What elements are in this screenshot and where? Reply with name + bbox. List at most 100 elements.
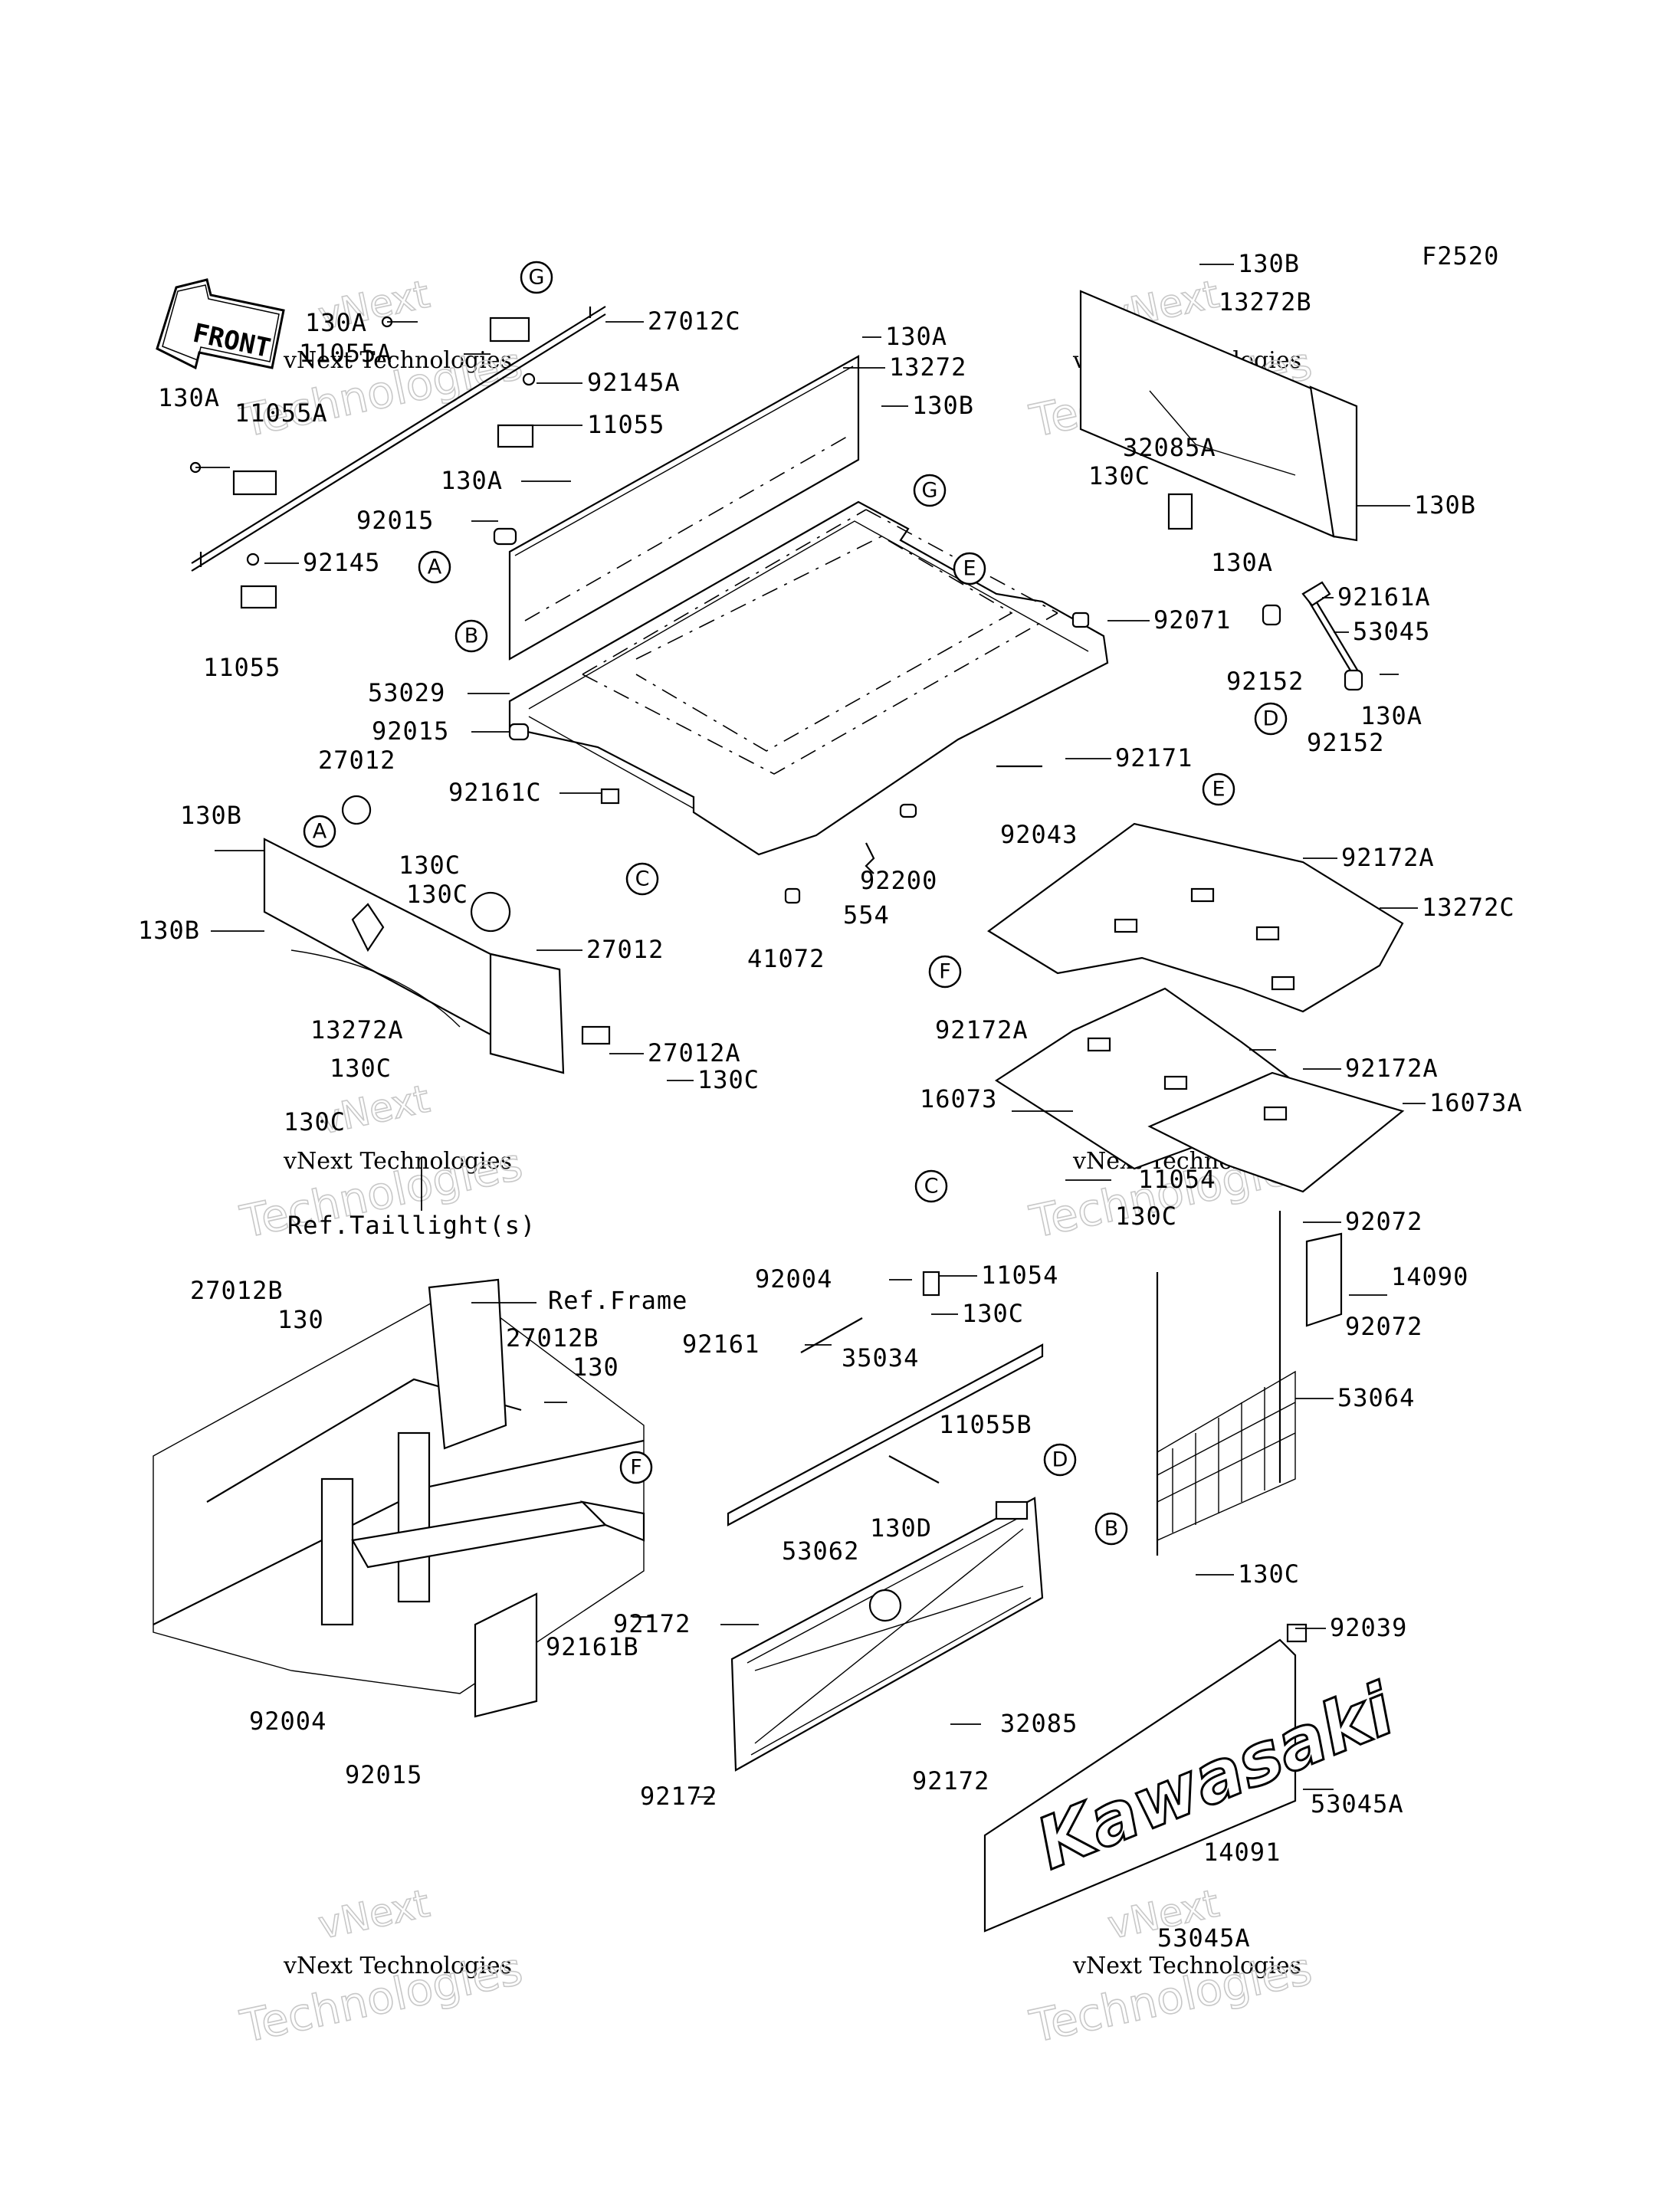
right-panel-13272B xyxy=(1079,290,1358,542)
part-label: 130C xyxy=(406,880,468,909)
watermark-text: vNext Technologies xyxy=(283,1148,512,1175)
callout-D-1: D xyxy=(1254,702,1288,736)
callout-label: F xyxy=(630,1456,642,1480)
callout-A-2: A xyxy=(303,815,336,848)
part-label: 92172 xyxy=(640,1782,717,1811)
part-label: 53045 xyxy=(1353,617,1430,646)
part-label: 130B xyxy=(912,391,974,420)
front-arrow-icon: FRONT xyxy=(156,278,285,370)
net-53064 xyxy=(1156,1211,1296,1556)
callout-label: F xyxy=(939,960,951,984)
part-label: 130A xyxy=(305,308,367,337)
part-label: 16073A xyxy=(1429,1088,1523,1117)
callout-label: E xyxy=(963,557,976,581)
part-label: 92039 xyxy=(1330,1613,1407,1642)
callout-label: B xyxy=(464,625,479,648)
callout-D-2: D xyxy=(1043,1443,1077,1477)
callout-G-2: G xyxy=(913,474,947,507)
part-label: 92172 xyxy=(912,1766,989,1795)
part-label: 92072 xyxy=(1345,1207,1422,1236)
part-label: 16073 xyxy=(920,1084,997,1113)
cover-14090 xyxy=(1305,1232,1343,1327)
part-label: 130B xyxy=(138,916,200,945)
part-label: 130A xyxy=(885,322,947,351)
gate-frame-53062 xyxy=(730,1497,1044,1772)
part-label: 35034 xyxy=(842,1343,919,1372)
leader-lines xyxy=(195,264,1426,1798)
part-label: 53029 xyxy=(368,678,445,707)
watermark-text: vNext Technologies xyxy=(283,347,512,374)
part-label: 11055 xyxy=(203,653,281,682)
part-label: 92145A xyxy=(587,368,681,397)
part-label: 92171 xyxy=(1115,743,1193,772)
part-label: 130 xyxy=(277,1305,324,1334)
callout-C-2: C xyxy=(914,1169,948,1203)
part-label: 130B xyxy=(180,801,242,830)
part-label: 13272B xyxy=(1219,287,1312,316)
part-label: 92015 xyxy=(372,716,449,746)
part-label: 53064 xyxy=(1337,1383,1415,1412)
callout-label: A xyxy=(428,556,442,579)
part-label: 53045A xyxy=(1157,1923,1251,1953)
callout-G-1: G xyxy=(520,261,553,294)
callout-label: D xyxy=(1263,707,1279,731)
reference-frame: Ref.Frame xyxy=(548,1286,687,1315)
part-label: 130D xyxy=(870,1513,932,1543)
part-label: 11054 xyxy=(981,1261,1058,1290)
callout-label: C xyxy=(924,1175,939,1199)
part-label: 130C xyxy=(697,1065,760,1094)
part-label: 92161C xyxy=(448,778,542,807)
callout-E-2: E xyxy=(1202,772,1235,806)
part-label: 14091 xyxy=(1203,1838,1281,1867)
part-label: 130B xyxy=(1238,249,1300,278)
part-label: 92004 xyxy=(755,1264,832,1294)
callout-C-1: C xyxy=(625,862,659,896)
part-label: 27012C xyxy=(648,307,741,336)
part-label: 13272 xyxy=(889,353,966,382)
part-label: 92004 xyxy=(249,1707,326,1736)
part-label: 27012B xyxy=(506,1323,599,1353)
watermark-vnext: vNext xyxy=(314,1881,433,1948)
part-label: 130C xyxy=(399,851,461,880)
part-label: 53062 xyxy=(782,1536,859,1566)
part-label: 130C xyxy=(330,1054,392,1083)
part-label: 11055A xyxy=(235,398,328,428)
part-label: 130 xyxy=(573,1353,619,1382)
part-label: 92172A xyxy=(1341,843,1435,872)
watermark-text: vNext Technologies xyxy=(1072,1953,1301,1979)
part-label: 41072 xyxy=(747,944,825,973)
part-label: 11055A xyxy=(299,339,392,368)
front-panel-13272 xyxy=(508,355,860,661)
part-label: 130C xyxy=(962,1299,1024,1328)
frame-reference xyxy=(153,1278,645,1718)
part-label: 130A xyxy=(158,383,220,412)
part-label: 92200 xyxy=(860,866,937,895)
part-label: 92161 xyxy=(682,1330,760,1359)
part-label: 130B xyxy=(1414,490,1476,520)
part-label: 92161B xyxy=(546,1632,639,1661)
part-label: 27012 xyxy=(586,935,664,964)
stay-53045 xyxy=(1262,581,1363,691)
small-parts xyxy=(493,527,1308,1643)
part-label: 27012B xyxy=(190,1276,284,1305)
part-label: 92152 xyxy=(1226,667,1304,696)
part-label: 130A xyxy=(1360,701,1422,730)
part-label: 130C xyxy=(1238,1559,1300,1589)
part-label: 130C xyxy=(1088,461,1150,490)
mat-13272C xyxy=(987,822,1404,1013)
bed-floor-53029 xyxy=(508,500,1109,856)
mat-16073A xyxy=(1147,1071,1405,1193)
part-label: 11055 xyxy=(587,410,664,439)
part-label: 92172A xyxy=(935,1015,1029,1044)
callout-label: D xyxy=(1052,1448,1068,1472)
figure-code: F2520 xyxy=(1422,241,1499,271)
part-label: 130C xyxy=(284,1107,346,1136)
part-label: 92015 xyxy=(356,506,434,535)
part-label: 92172 xyxy=(613,1609,691,1638)
part-label: 92152 xyxy=(1307,728,1384,757)
callout-label: C xyxy=(635,867,650,891)
part-label: 92161A xyxy=(1337,582,1431,612)
part-label: 130A xyxy=(441,466,503,495)
support-35034 xyxy=(727,1343,1044,1526)
